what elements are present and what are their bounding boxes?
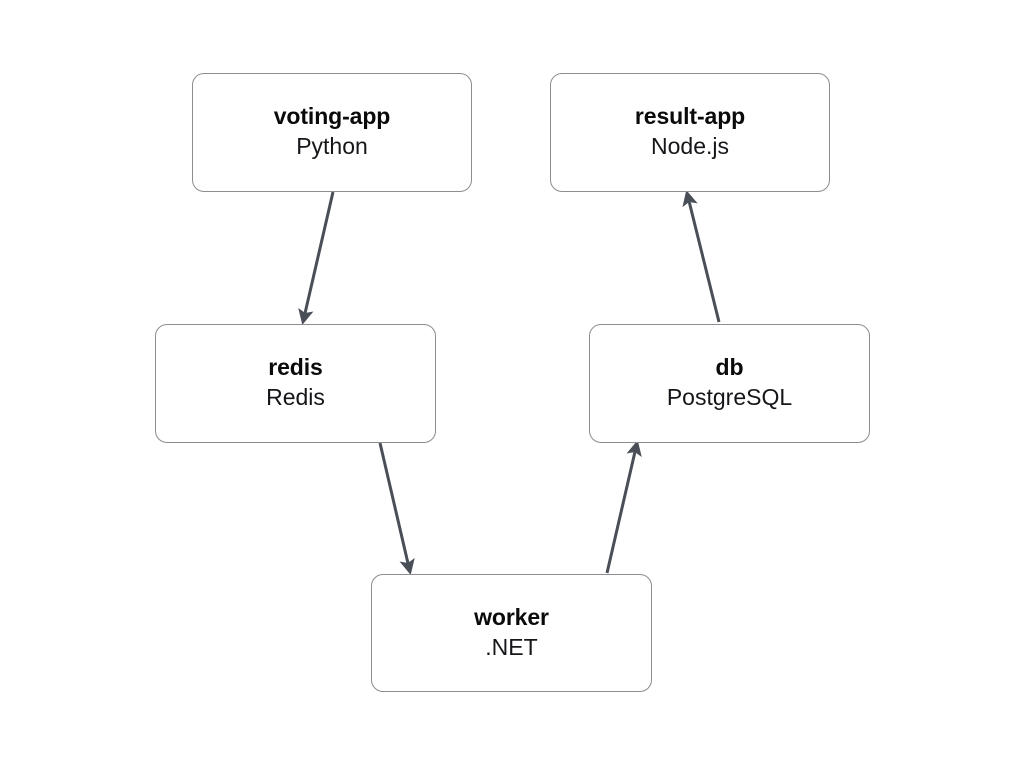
node-redis[interactable]: redis Redis: [155, 324, 436, 443]
node-worker-title: worker: [474, 603, 549, 630]
node-voting-app-subtitle: Python: [296, 133, 368, 160]
node-redis-title: redis: [268, 354, 323, 381]
node-db-title: db: [715, 354, 744, 381]
node-worker-subtitle: .NET: [485, 633, 538, 660]
node-worker[interactable]: worker .NET: [371, 574, 652, 692]
edge-redis-to-worker: [378, 442, 415, 575]
edge-voting-app-to-redis: [298, 191, 335, 325]
edge-db-to-result-app: [682, 190, 721, 323]
node-redis-subtitle: Redis: [266, 384, 325, 411]
node-result-app-subtitle: Node.js: [651, 133, 729, 160]
node-db[interactable]: db PostgreSQL: [589, 324, 870, 443]
node-db-subtitle: PostgreSQL: [666, 384, 793, 411]
node-voting-app-title: voting-app: [273, 103, 391, 130]
node-voting-app[interactable]: voting-app Python: [192, 73, 472, 192]
node-result-app-title: result-app: [634, 103, 746, 130]
node-result-app[interactable]: result-app Node.js: [550, 73, 830, 192]
edge-worker-to-db: [605, 440, 642, 574]
